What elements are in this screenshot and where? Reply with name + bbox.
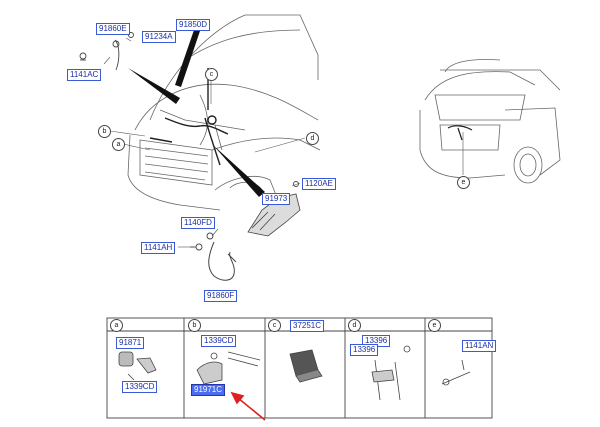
leader-wedge-3: [213, 145, 265, 197]
table-header-b: b: [188, 319, 201, 332]
rear-harness: [447, 125, 473, 141]
front-car-drawing: [127, 14, 321, 211]
table-header-a: a: [110, 319, 123, 332]
table-header-d: d: [348, 319, 361, 332]
part-label-1140fd[interactable]: 1140FD: [181, 217, 215, 229]
table-a-label-91871[interactable]: 91871: [116, 337, 145, 349]
table-b-label-1339cd[interactable]: 1339CD: [201, 335, 237, 347]
part-label-91850d[interactable]: 91850D: [176, 19, 211, 31]
table-header-part-37251c[interactable]: 37251C: [290, 320, 325, 332]
leader-wedge-2: [175, 30, 200, 87]
table-e-label-1141an[interactable]: 1141AN: [462, 340, 497, 352]
thin-leaders: [103, 37, 464, 248]
table-part-sketches: [118, 345, 471, 401]
callout-c: c: [205, 68, 218, 81]
harness-91860f: [208, 241, 237, 281]
table-a-label-1339cd[interactable]: 1339CD: [122, 381, 158, 393]
callout-d: d: [306, 132, 319, 145]
leader-wedge-1: [128, 68, 180, 104]
part-label-91973[interactable]: 91973: [262, 193, 291, 205]
part-label-1120ae[interactable]: 1120AE: [302, 178, 336, 190]
part-label-1141ah[interactable]: 1141AH: [141, 242, 176, 254]
callout-e: e: [457, 176, 470, 189]
highlight-arrow: [230, 391, 266, 421]
part-label-91860e[interactable]: 91860E: [96, 23, 130, 35]
front-harness: [149, 68, 229, 166]
rear-car-drawing: [419, 59, 561, 184]
table-b-label-91971c-highlighted[interactable]: 91971C: [191, 384, 226, 396]
part-label-1141ac[interactable]: 1141AC: [67, 69, 102, 81]
small-parts: [79, 32, 299, 251]
part-label-91234a[interactable]: 91234A: [142, 31, 176, 43]
table-d-label-13396-bottom[interactable]: 13396: [350, 344, 379, 356]
table-header-c: c: [268, 319, 281, 332]
part-label-91860f[interactable]: 91860F: [204, 290, 238, 302]
callout-a: a: [112, 138, 125, 151]
callout-b: b: [98, 125, 111, 138]
table-header-e: e: [428, 319, 441, 332]
